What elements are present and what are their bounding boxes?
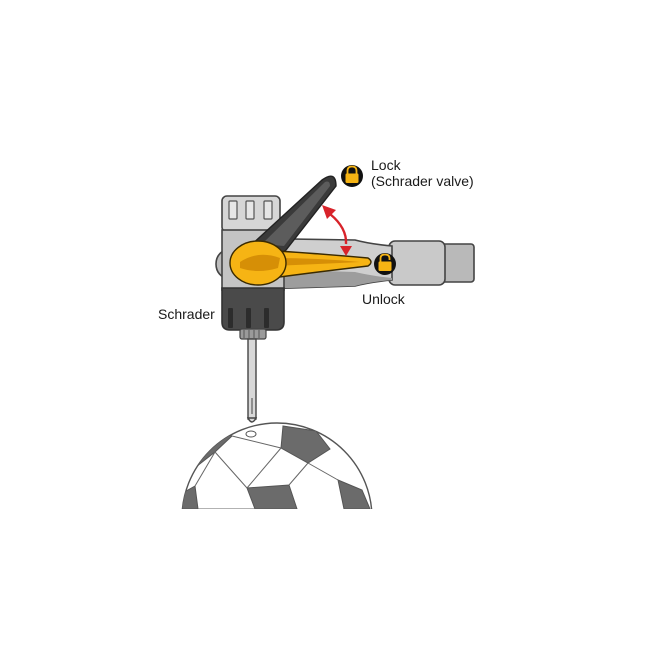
soccer-ball — [181, 422, 373, 509]
unlock-label: Unlock — [362, 291, 405, 307]
lock-sublabel: (Schrader valve) — [371, 173, 474, 189]
hose — [388, 240, 475, 286]
lock-open-icon — [374, 253, 396, 275]
lever-unlock-position — [229, 240, 372, 286]
lock-label: Lock — [371, 157, 401, 173]
lock-closed-icon — [341, 165, 363, 187]
double-arrow-icon — [322, 205, 352, 256]
inflation-needle — [246, 338, 258, 423]
schrader-label: Schrader — [158, 306, 215, 322]
